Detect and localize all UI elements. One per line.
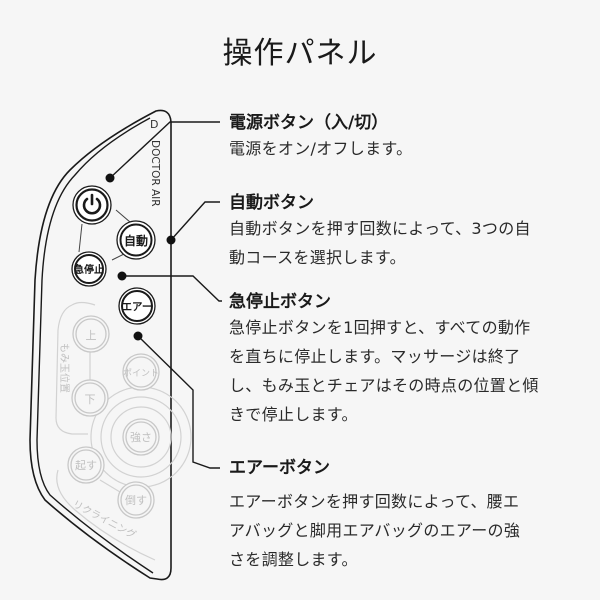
svg-text:エアー: エアー (122, 301, 153, 313)
point-button[interactable]: ポイント (122, 353, 160, 391)
section-heading: エアーボタン (229, 458, 330, 478)
section-line: アバッグと脚用エアバッグのエアーの強 (229, 521, 521, 540)
svg-text:強さ: 強さ (130, 431, 152, 444)
section-line: 自動ボタンを押す回数によって、3つの自 (229, 219, 531, 238)
power-button[interactable] (72, 185, 112, 225)
svg-text:下: 下 (85, 393, 96, 406)
strength-button[interactable]: 強さ (122, 418, 160, 456)
auto-button[interactable]: 自動 (116, 220, 156, 260)
section-line: きで停止します。 (229, 405, 358, 424)
svg-text:D: D (150, 118, 158, 131)
section-power: 電源ボタン（入/切） 電源をオン/オフします。 (229, 112, 589, 163)
recline-button[interactable]: 倒す (117, 481, 155, 519)
section-heading: 急停止ボタン (229, 292, 331, 312)
section-heading: 電源ボタン（入/切） (229, 113, 389, 133)
section-auto: 自動ボタン 自動ボタンを押す回数によって、3つの自 動コースを選択します。 (229, 192, 589, 272)
svg-text:急停止: 急停止 (74, 263, 104, 276)
raise-button[interactable]: 起す (67, 446, 105, 484)
page-title: 操作パネル (222, 36, 378, 71)
remote-outline (29, 109, 172, 581)
svg-text:倒す: 倒す (125, 494, 147, 507)
section-line: し、もみ玉とチェアはその時点の位置と傾 (229, 376, 539, 395)
section-heading: 自動ボタン (229, 193, 314, 213)
section-emergency-stop: 急停止ボタン 急停止ボタンを1回押すと、すべての動作 を直ちに停止します。マッサ… (229, 291, 589, 429)
down-button[interactable]: 下 (71, 379, 109, 417)
leader-lines (109, 121, 222, 469)
svg-text:上: 上 (86, 329, 97, 342)
section-line: 急停止ボタンを1回押すと、すべての動作 (229, 318, 531, 337)
svg-text:DOCTOR AIR: DOCTOR AIR (149, 140, 161, 207)
svg-text:ポイント: ポイント (123, 368, 159, 379)
section-air: エアーボタン エアーボタンを押す回数によって、腰エ アバッグと脚用エアバッグのエ… (229, 457, 589, 574)
button-connectors (78, 209, 131, 261)
section-line: を直ちに停止します。マッサージは終了 (229, 347, 521, 366)
section-line: 動コースを選択します。 (229, 248, 406, 267)
air-button[interactable]: エアー (118, 287, 156, 325)
brand-logo: D DOCTOR AIR (149, 118, 161, 207)
up-button[interactable]: 上 (72, 315, 110, 353)
section-line: 電源をオン/オフします。 (229, 139, 413, 158)
massage-position-label: もみ玉位置 (58, 343, 71, 393)
emergency-stop-button[interactable]: 急停止 (71, 251, 107, 287)
leader-dots (105, 173, 176, 341)
svg-text:自動: 自動 (124, 233, 148, 248)
svg-text:起す: 起す (75, 459, 97, 472)
section-line: さを調整します。 (229, 550, 358, 569)
power-icon (82, 197, 102, 215)
section-line: エアーボタンを押す回数によって、腰エ (229, 492, 520, 511)
inactive-buttons: 上 下 ポイント 強さ 起す 倒す (67, 315, 160, 519)
